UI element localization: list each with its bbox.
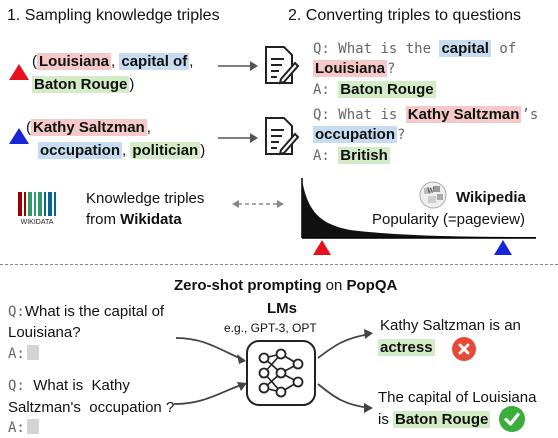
- triple-1-subject: Louisiana: [37, 53, 112, 70]
- triple-1-line2: Baton Rouge): [32, 76, 135, 93]
- wikidata-line2: from Wikidata: [86, 211, 182, 228]
- question-2-line1: Q: What is Kathy Saltzman’s: [313, 106, 539, 123]
- question-1-relation: capital: [439, 40, 491, 57]
- question-1-subject: Louisiana: [313, 60, 388, 77]
- bottom-title: Zero-shot prompting on PopQA: [174, 277, 398, 294]
- answer-1: A: Baton Rouge: [313, 81, 436, 98]
- question-1-line1: Q: What is the capital of: [313, 40, 517, 57]
- output-1-answer: actress: [378, 339, 435, 356]
- prompt-1-line1: Q:What is the capital of: [8, 303, 165, 320]
- step2-header: 2. Converting triples to questions: [288, 7, 522, 24]
- red-triangle-icon: [313, 240, 331, 255]
- section-divider: [0, 264, 558, 265]
- triple-2-line1: (Kathy Saltzman,: [26, 119, 151, 136]
- prompt-2-line2: Saltzman's occupation ?: [8, 399, 175, 416]
- document-pen-icon: [265, 117, 300, 156]
- output-2-line2: is Baton Rouge: [378, 411, 491, 428]
- question-2-subject: Kathy Saltzman: [405, 106, 522, 123]
- triple-2-line2: occupation, politician): [38, 142, 206, 159]
- wikipedia-title: Wikipedia: [456, 189, 526, 206]
- arrow-right-icon: [218, 133, 258, 143]
- check-mark-icon: [499, 406, 525, 432]
- output-1-line1: Kathy Saltzman is an: [380, 317, 521, 334]
- wikidata-logo-text: WIKIDATA: [21, 219, 54, 226]
- svg-text:W: W: [427, 187, 435, 195]
- wikipedia-subtitle: Popularity (=pageview): [372, 211, 525, 228]
- popularity-distribution: [301, 178, 536, 255]
- answer-1-value: Baton Rouge: [338, 81, 436, 98]
- wikidata-barcode-icon: WIKIDATA: [18, 192, 56, 226]
- answer-cursor: [26, 419, 39, 434]
- output-2-answer: Baton Rouge: [393, 411, 491, 428]
- lm-subtitle: e.g., GPT-3, OPT: [224, 321, 317, 335]
- prompt-1-answer: A:: [8, 344, 39, 364]
- answer-2: A: British: [313, 147, 390, 164]
- triple-1-object: Baton Rouge: [32, 76, 130, 93]
- prompt-2-answer: A:: [8, 418, 39, 438]
- wikidata-line1: Knowledge triples: [86, 190, 205, 207]
- blue-triangle-icon: [494, 240, 512, 255]
- neural-network-icon: [246, 340, 316, 406]
- triple-2-relation: occupation: [38, 142, 123, 159]
- triple-2-subject: Kathy Saltzman: [31, 119, 147, 136]
- question-2-line2: occupation?: [313, 126, 406, 143]
- arrow-right-icon: [218, 61, 258, 71]
- answer-2-value: British: [338, 147, 390, 164]
- triple-1-line1: (Louisiana, capital of,: [32, 53, 194, 70]
- x-mark-icon: [452, 337, 476, 361]
- document-pen-icon: [265, 46, 300, 85]
- triple-2-object: politician: [130, 142, 201, 159]
- triple-1-relation: capital of: [119, 53, 190, 70]
- output-2-line1: The capital of Louisiana: [378, 389, 537, 406]
- prompt-1-line2: Louisiana?: [8, 324, 81, 341]
- bidirectional-arrow-icon: [232, 200, 284, 208]
- answer-cursor: [26, 345, 39, 360]
- output-1-line2: actress: [378, 338, 435, 358]
- question-1-line2: Louisiana?: [313, 60, 396, 77]
- blue-triangle-icon: [9, 128, 29, 144]
- question-2-relation: occupation: [313, 126, 398, 143]
- step1-header: 1. Sampling knowledge triples: [7, 7, 220, 24]
- red-triangle-icon: [9, 64, 29, 80]
- lm-title: LMs: [267, 300, 297, 317]
- prompt-2-line1: Q: What is Kathy: [8, 377, 130, 394]
- wikipedia-globe-icon: W: [419, 181, 447, 209]
